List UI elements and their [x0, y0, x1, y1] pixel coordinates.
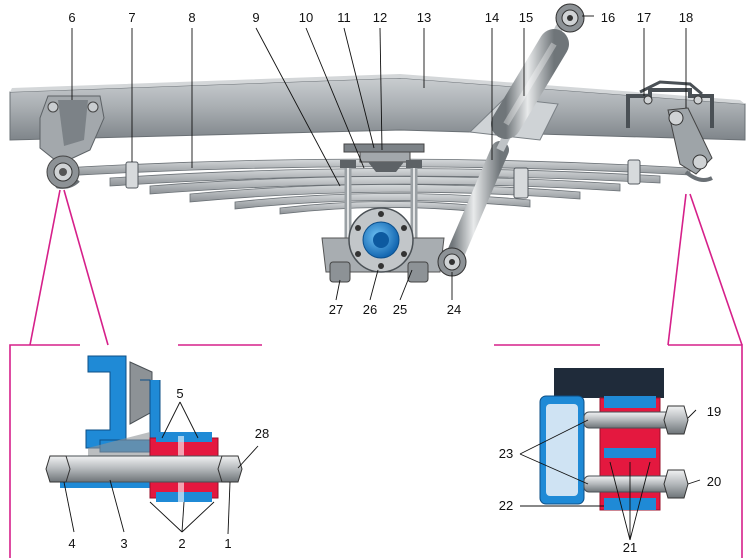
bump-stop-bracket — [343, 143, 425, 172]
label-11: 11 — [337, 10, 351, 25]
label-4: 4 — [68, 536, 75, 551]
label-20: 20 — [707, 474, 721, 489]
label-9: 9 — [252, 10, 259, 25]
label-23: 23 — [499, 446, 513, 461]
rear-shackle — [667, 107, 713, 182]
label-17: 17 — [637, 10, 651, 25]
label-3: 3 — [120, 536, 127, 551]
label-18: 18 — [679, 10, 693, 25]
label-22: 22 — [499, 498, 513, 513]
rear-shackle-bracket — [626, 80, 714, 128]
label-14: 14 — [485, 10, 499, 25]
front-eye-detail — [45, 355, 243, 502]
leaf-spring — [51, 158, 691, 215]
label-12: 12 — [373, 10, 387, 25]
label-6: 6 — [68, 10, 75, 25]
callout-lines — [9, 189, 743, 558]
label-10: 10 — [299, 10, 313, 25]
label-13: 13 — [417, 10, 431, 25]
label-2: 2 — [178, 536, 185, 551]
label-7: 7 — [128, 10, 135, 25]
label-24: 24 — [447, 302, 461, 317]
label-21: 21 — [623, 540, 637, 555]
front-spring-bracket — [39, 95, 105, 165]
spring-clip-right-1 — [513, 167, 529, 199]
label-1: 1 — [224, 536, 231, 551]
shock-absorber — [437, 3, 585, 277]
label-25: 25 — [393, 302, 407, 317]
spring-clip-right-2 — [627, 159, 641, 185]
label-8: 8 — [188, 10, 195, 25]
label-16: 16 — [601, 10, 615, 25]
spring-clip-left — [125, 161, 139, 189]
label-28: 28 — [255, 426, 269, 441]
label-26: 26 — [363, 302, 377, 317]
label-27: 27 — [329, 302, 343, 317]
label-5: 5 — [176, 386, 183, 401]
axle-flange — [348, 207, 414, 273]
frame-side-member — [9, 74, 746, 141]
rear-shackle-detail — [539, 368, 689, 511]
front-spring-eye-bolt — [46, 155, 80, 189]
label-19: 19 — [707, 404, 721, 419]
label-15: 15 — [519, 10, 533, 25]
leader-lines — [63, 15, 701, 541]
